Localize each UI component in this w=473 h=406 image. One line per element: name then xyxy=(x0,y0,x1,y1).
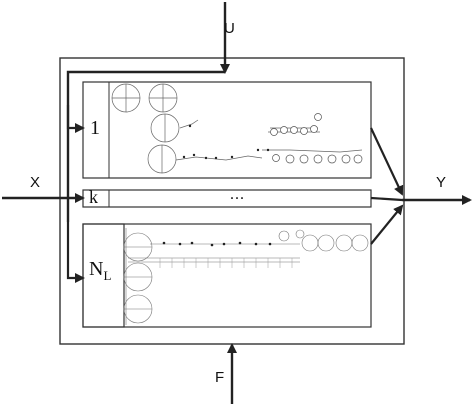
roller xyxy=(280,126,288,134)
node-dot xyxy=(188,124,192,128)
input-x-label: X xyxy=(30,174,41,191)
line-k-label: k xyxy=(89,187,98,207)
node-dot xyxy=(214,156,218,160)
line-nl-label-sub: L xyxy=(103,268,112,283)
roller xyxy=(295,229,305,239)
node-dot xyxy=(268,242,272,246)
input-u-label: U xyxy=(224,20,235,37)
roller xyxy=(299,154,309,164)
node-dot xyxy=(210,243,214,247)
line-1-rollers xyxy=(270,113,363,164)
line-1-label: 1 xyxy=(90,117,100,139)
node-dot xyxy=(192,153,196,157)
line-nl-markers xyxy=(162,241,272,247)
line-nl-ticks xyxy=(159,258,293,268)
roller xyxy=(314,113,322,121)
output-y-label: Y xyxy=(436,174,447,191)
node-dot xyxy=(238,241,242,245)
feed-arrow-line-nl xyxy=(66,222,85,283)
roller xyxy=(317,234,335,252)
node-dot xyxy=(222,242,226,246)
feed-arrow-line-1 xyxy=(66,105,85,133)
node-dot xyxy=(182,155,186,159)
node-dot xyxy=(190,241,194,245)
line-k-box xyxy=(82,189,372,208)
roller xyxy=(327,154,337,164)
line-1-schematic xyxy=(111,83,363,174)
line-nl-label-main: N xyxy=(89,258,104,280)
line-k-ellipsis: ... xyxy=(230,186,245,203)
roller xyxy=(341,154,351,164)
roller xyxy=(270,128,278,136)
u-distribution-line xyxy=(66,70,225,222)
roller xyxy=(353,154,363,164)
node-dot xyxy=(178,242,182,246)
node-dot xyxy=(256,148,260,152)
node-dot xyxy=(254,242,258,246)
roller xyxy=(290,126,298,134)
roller xyxy=(313,154,323,164)
output-line-1-arrow xyxy=(370,127,404,196)
roller xyxy=(310,125,318,133)
node-dot xyxy=(162,241,166,245)
input-f-label: F xyxy=(215,369,225,386)
output-line-nl-arrow xyxy=(370,204,404,245)
roller xyxy=(300,127,308,135)
line-nl-label: NL xyxy=(89,258,111,284)
node-dot xyxy=(204,156,208,160)
roller xyxy=(278,230,290,242)
node-dot xyxy=(266,148,270,152)
node-dot xyxy=(230,155,234,159)
line-1-markers xyxy=(182,124,270,160)
roller xyxy=(272,154,280,162)
roller xyxy=(351,234,369,252)
roller xyxy=(285,154,295,164)
output-line-k-arrow xyxy=(370,196,403,202)
